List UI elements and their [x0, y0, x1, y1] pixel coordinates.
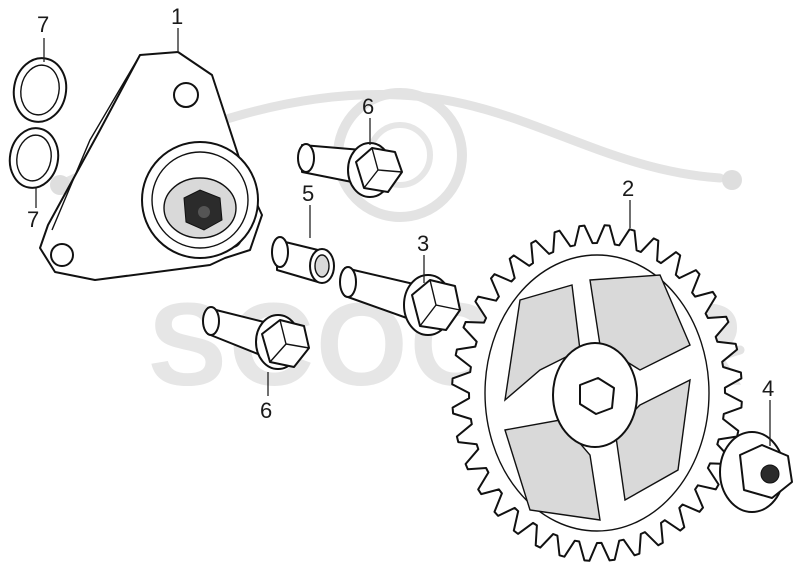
o-ring-lower — [8, 127, 60, 189]
oil-pump-sprocket — [451, 224, 743, 562]
oil-pump-body — [39, 51, 263, 281]
callout-6-bottom: 6 — [260, 398, 272, 423]
callout-6-top: 6 — [362, 94, 374, 119]
callout-3: 3 — [417, 231, 429, 256]
flange-bolt-upper — [297, 142, 403, 198]
flange-bolt-lower — [202, 306, 310, 370]
dowel-sleeve — [271, 236, 335, 284]
flange-bolt-middle — [339, 266, 461, 336]
callout-labels: 7 7 1 6 5 3 6 2 4 — [27, 4, 774, 423]
callout-1: 1 — [171, 4, 183, 29]
o-ring-upper — [12, 57, 68, 123]
callout-7-bottom: 7 — [27, 207, 39, 232]
callout-4: 4 — [762, 376, 774, 401]
callout-5: 5 — [302, 181, 314, 206]
callout-2: 2 — [622, 176, 634, 201]
leader-lines — [35, 28, 771, 446]
flange-nut — [719, 431, 793, 513]
callout-7-top: 7 — [37, 12, 49, 37]
